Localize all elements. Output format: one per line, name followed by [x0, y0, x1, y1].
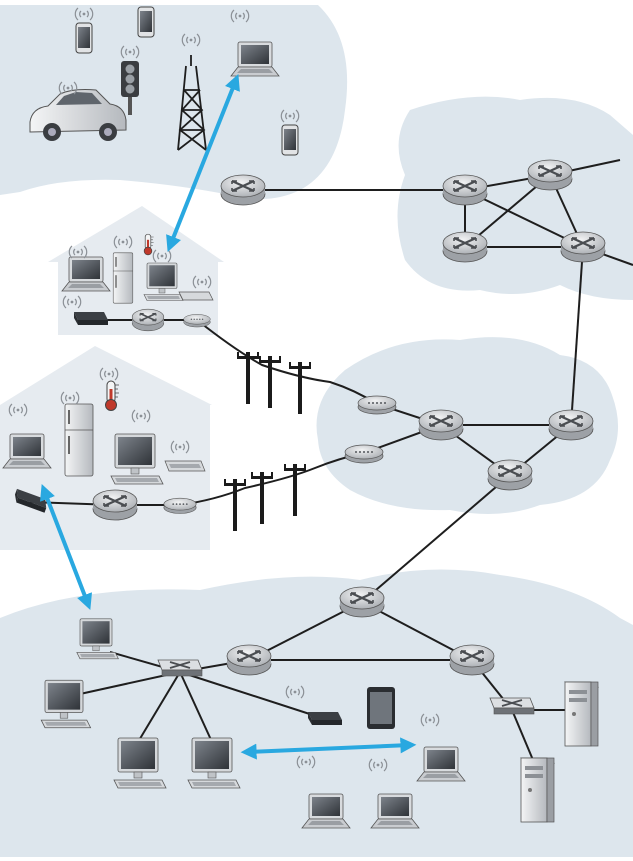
home1-access-point-icon	[184, 314, 211, 327]
mobile-laptop-icon	[231, 42, 279, 76]
utility-pole-3	[289, 362, 311, 414]
smartphone-1-icon	[76, 23, 92, 53]
regional-isp-router-1	[419, 410, 463, 440]
enterprise-switch-2	[490, 698, 534, 714]
home2-desktop-icon	[111, 434, 163, 484]
enterprise-router-1	[340, 587, 384, 617]
enterprise-router-3	[450, 645, 494, 675]
mobile-network-router	[221, 175, 265, 205]
enterprise-server-2-icon	[521, 758, 554, 822]
utility-pole-1	[237, 352, 259, 404]
utility-pole-2	[259, 356, 281, 408]
enterprise-desktop-2-icon	[41, 680, 90, 728]
regional-isp-router-3	[488, 460, 532, 490]
home2-refrigerator-icon	[65, 404, 93, 476]
home1-desktop-icon	[144, 263, 183, 301]
enterprise-desktop-4-icon	[188, 738, 240, 788]
home2-access-point-icon	[164, 498, 196, 513]
home1-router	[132, 309, 164, 331]
utility-pole-4	[224, 479, 246, 531]
home1-laptop-icon	[62, 257, 110, 291]
global-isp-router-4	[561, 232, 605, 262]
enterprise-wireless-ap-icon	[308, 712, 342, 725]
enterprise-desktop-1-icon	[77, 619, 119, 659]
enterprise-tablet-icon	[367, 687, 395, 729]
global-isp-cloud	[398, 97, 633, 300]
global-isp-router-2	[528, 160, 572, 190]
enterprise-router-2	[227, 645, 271, 675]
regional-access-point-1	[358, 396, 396, 414]
enterprise-laptop-2-icon	[302, 794, 350, 828]
enterprise-laptop-1-icon	[417, 747, 465, 781]
utility-pole-5	[251, 472, 273, 524]
enterprise-desktop-3-icon	[114, 738, 166, 788]
smartphone-2-icon	[138, 7, 154, 37]
regional-isp-router-2	[549, 410, 593, 440]
home2-laptop-icon	[3, 434, 51, 468]
enterprise-server-1-icon	[565, 682, 598, 746]
enterprise-laptop-3-icon	[371, 794, 419, 828]
home2-keyboard-icon	[165, 461, 205, 471]
enterprise-switch-1	[158, 660, 202, 676]
home1-keyboard-icon	[179, 292, 213, 300]
global-isp-router-3	[443, 232, 487, 262]
global-isp-router-1	[443, 175, 487, 205]
smartphone-3-icon	[282, 125, 298, 155]
home1-refrigerator-icon	[113, 253, 133, 303]
home2-router	[93, 490, 137, 520]
home1-modem-icon	[74, 312, 108, 325]
regional-access-point-2	[345, 445, 383, 463]
